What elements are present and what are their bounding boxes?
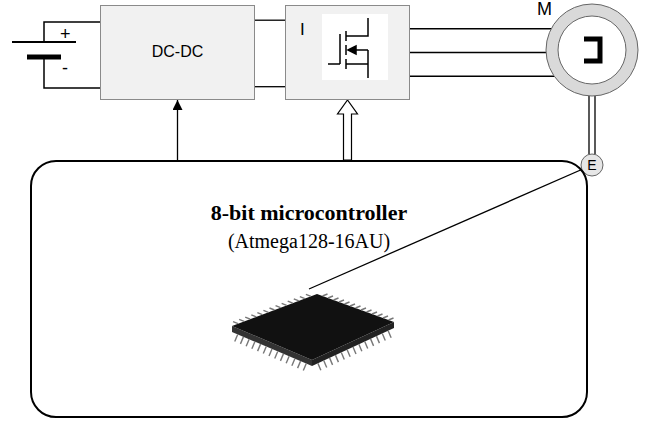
motor-drawing [545,3,639,97]
battery-symbol [12,22,100,88]
connector [589,96,595,154]
connector [177,100,178,160]
supply-wire [44,22,100,42]
polarity-sign: + [60,24,71,45]
chip-pins [233,294,393,371]
node-text: (Atmega128-16AU) [228,230,390,253]
node-text: DC-DC [152,43,204,61]
connector [410,52,546,53]
node-text: M [537,0,552,20]
inverter-box: I [285,5,410,100]
node-text: I [300,20,305,40]
node-text: 8-bit microcontroller [211,200,408,226]
encoder-circle: E [580,153,604,177]
connector [255,86,285,87]
converter-box: DC-DC [100,5,255,100]
connector [410,76,554,77]
supply-wire [44,57,100,88]
polarity-sign: - [62,58,68,79]
rotor-symbol [584,39,600,61]
connector [410,28,551,29]
connector [338,100,358,160]
mosfet-drawing [286,6,411,101]
connector [309,165,592,289]
microcontroller-box: 8-bit microcontroller (Atmega128-16AU) [30,160,588,418]
mosfet-symbol [328,18,368,78]
connector [255,20,285,21]
motor-circle: M [545,3,639,97]
node-text: E [587,157,596,173]
